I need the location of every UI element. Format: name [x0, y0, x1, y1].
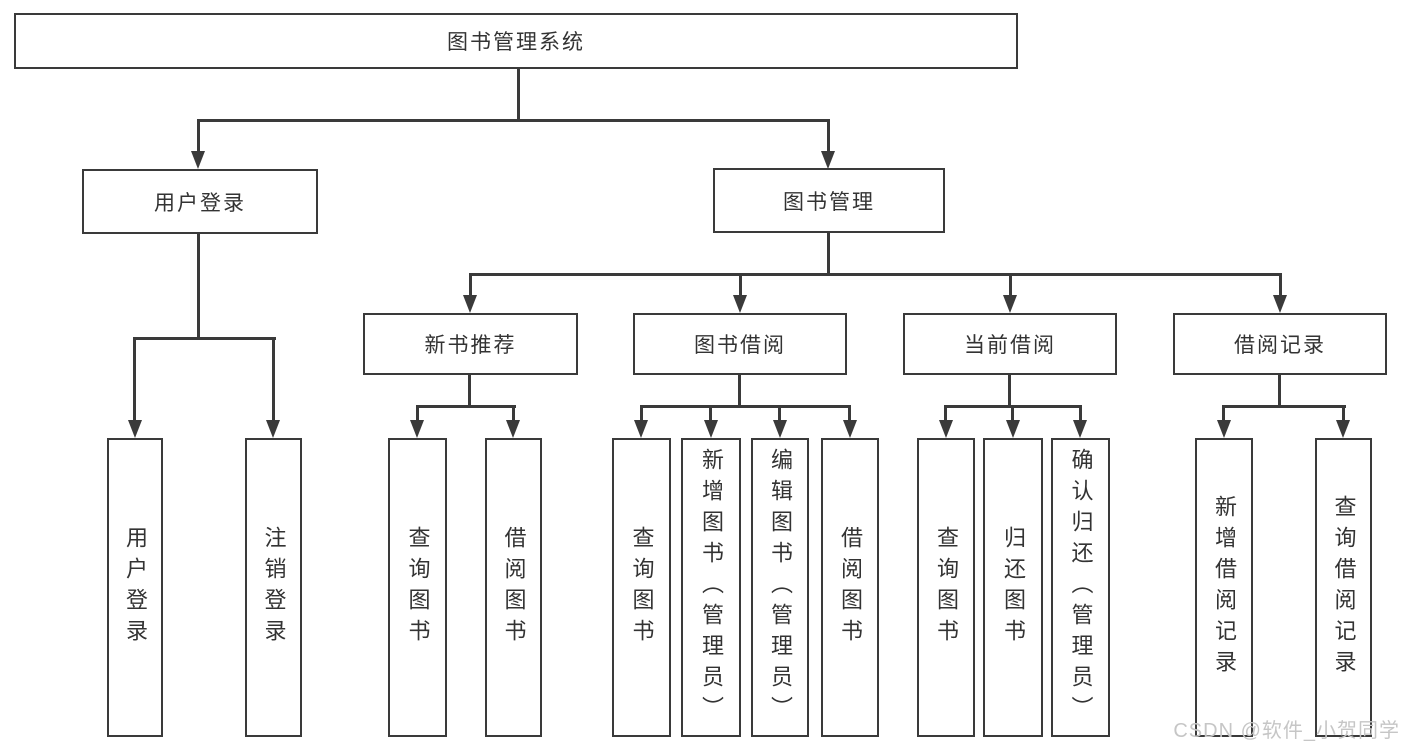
connector-drop-leaf: [1079, 405, 1082, 422]
arrow-down-icon: [733, 295, 747, 313]
leaf-edit-book-admin: 编辑图书（管理员）: [751, 438, 809, 737]
leaf-user-login-label: 用户登录: [123, 525, 148, 650]
node-borrow-record: 借阅记录: [1173, 313, 1387, 375]
leaf-confirm-return-admin-label: 确认归还（管理员）: [1068, 448, 1094, 727]
arrow-down-icon: [1273, 295, 1287, 313]
leaf-add-book-admin-label: 新增图书（管理员）: [699, 448, 724, 727]
leaf-borrow-book-recommend-label: 借阅图书: [501, 525, 527, 650]
node-new-book-recommend-label: 新书推荐: [424, 334, 517, 357]
node-book-management-label: 图书管理: [783, 190, 875, 214]
node-book-management: 图书管理: [713, 168, 945, 233]
connector-new-book-bar: [416, 405, 516, 408]
arrow-down-icon: [506, 420, 520, 438]
node-book-borrow-label: 图书借阅: [694, 334, 786, 357]
arrow-down-icon: [773, 420, 787, 438]
connector-drop-borrow-record: [1279, 273, 1282, 297]
connector-drop-leaf: [709, 405, 712, 422]
connector-borrow-record-stub: [1278, 375, 1281, 407]
connector-drop-leaf: [778, 405, 781, 422]
connector-drop-leaf: [416, 405, 419, 422]
leaf-query-book-recommend-label: 查询图书: [405, 525, 431, 650]
leaf-return-book: 归还图书: [983, 438, 1043, 737]
connector-level2-bar: [197, 119, 830, 122]
arrow-down-icon: [634, 420, 648, 438]
connector-root-stub: [517, 69, 520, 122]
leaf-confirm-return-admin: 确认归还（管理员）: [1051, 438, 1110, 737]
arrow-down-icon: [463, 295, 477, 313]
arrow-down-icon: [191, 151, 205, 169]
leaf-user-login: 用户登录: [107, 438, 163, 737]
node-current-borrow-label: 当前借阅: [964, 334, 1056, 357]
leaf-edit-book-admin-label: 编辑图书（管理员）: [768, 448, 793, 727]
leaf-query-borrow-record-label: 查询借阅记录: [1331, 494, 1357, 681]
connector-new-book-stub: [468, 375, 471, 407]
connector-drop-user-login: [197, 119, 200, 152]
node-new-book-recommend: 新书推荐: [363, 313, 578, 375]
connector-drop-leaf: [133, 337, 136, 422]
leaf-query-book-current-label: 查询图书: [934, 525, 959, 650]
leaf-borrow-book: 借阅图书: [821, 438, 879, 737]
leaf-logout: 注销登录: [245, 438, 302, 737]
connector-user-login-stub: [197, 234, 200, 340]
connector-drop-leaf: [272, 337, 275, 422]
arrow-down-icon: [1217, 420, 1231, 438]
connector-book-borrow-stub: [738, 375, 741, 407]
connector-drop-leaf: [640, 405, 643, 422]
connector-drop-leaf: [848, 405, 851, 422]
node-root-label: 图书管理系统: [447, 31, 585, 54]
leaf-logout-label: 注销登录: [261, 525, 287, 650]
csdn-watermark: CSDN @软件_小贺同学: [1173, 720, 1400, 742]
arrow-down-icon: [704, 420, 718, 438]
leaf-add-borrow-record: 新增借阅记录: [1195, 438, 1253, 737]
arrow-down-icon: [1336, 420, 1350, 438]
connector-drop-book-borrow: [739, 273, 742, 297]
node-user-login-label: 用户登录: [154, 191, 246, 215]
connector-drop-leaf: [1222, 405, 1225, 422]
connector-drop-book-management: [827, 119, 830, 152]
arrow-down-icon: [1006, 420, 1020, 438]
arrow-down-icon: [939, 420, 953, 438]
connector-drop-current-borrow: [1009, 273, 1012, 297]
leaf-query-book-borrow: 查询图书: [612, 438, 671, 737]
connector-drop-leaf: [944, 405, 947, 422]
connector-borrow-record-bar: [1222, 405, 1346, 408]
node-borrow-record-label: 借阅记录: [1234, 334, 1326, 357]
connector-drop-leaf: [1342, 405, 1345, 422]
connector-current-borrow-stub: [1008, 375, 1011, 407]
arrow-down-icon: [266, 420, 280, 438]
leaf-borrow-book-recommend: 借阅图书: [485, 438, 542, 737]
connector-user-login-bar: [133, 337, 276, 340]
arrow-down-icon: [1073, 420, 1087, 438]
leaf-query-book-current: 查询图书: [917, 438, 975, 737]
node-root-library-system: 图书管理系统: [14, 13, 1018, 69]
arrow-down-icon: [843, 420, 857, 438]
leaf-add-borrow-record-label: 新增借阅记录: [1212, 494, 1237, 681]
arrow-down-icon: [1003, 295, 1017, 313]
connector-drop-new-book: [469, 273, 472, 297]
node-current-borrow: 当前借阅: [903, 313, 1117, 375]
leaf-query-book-borrow-label: 查询图书: [629, 525, 655, 650]
arrow-down-icon: [410, 420, 424, 438]
connector-level3-bar: [469, 273, 1282, 276]
arrow-down-icon: [821, 151, 835, 169]
arrow-down-icon: [128, 420, 142, 438]
leaf-query-borrow-record: 查询借阅记录: [1315, 438, 1372, 737]
leaf-query-book-recommend: 查询图书: [388, 438, 447, 737]
connector-drop-leaf: [512, 405, 515, 422]
connector-drop-leaf: [1011, 405, 1014, 422]
node-user-login: 用户登录: [82, 169, 318, 234]
connector-book-management-stub: [827, 233, 830, 275]
leaf-add-book-admin: 新增图书（管理员）: [681, 438, 741, 737]
connector-book-borrow-bar: [640, 405, 851, 408]
leaf-return-book-label: 归还图书: [1001, 525, 1026, 650]
leaf-borrow-book-label: 借阅图书: [838, 525, 863, 650]
node-book-borrow: 图书借阅: [633, 313, 847, 375]
